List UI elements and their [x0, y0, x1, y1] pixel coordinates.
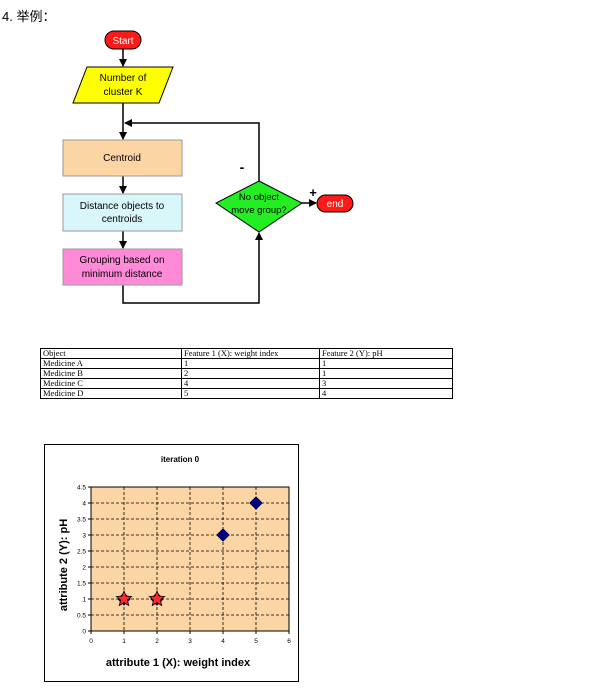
medicine-table: Object Feature 1 (X): weight index Featu… — [40, 348, 453, 399]
kmeans-flowchart: Start Number of cluster K Centroid Dista… — [62, 30, 354, 304]
table-cell: 1 — [181, 358, 320, 369]
plus-sign: + — [309, 185, 317, 200]
y-tick-label: 0 — [82, 629, 86, 636]
grouping-label-line2: minimum distance — [82, 269, 163, 280]
table-cell: 3 — [319, 378, 453, 389]
centroid-label: Centroid — [103, 153, 141, 164]
x-tick-label: 3 — [188, 638, 192, 645]
x-tick-label: 4 — [221, 638, 225, 645]
header-feature-2: Feature 2 (Y): pH — [319, 348, 453, 359]
chart-title: iteration 0 — [161, 455, 200, 464]
table-cell: Medicine B — [40, 368, 182, 379]
minus-sign: - — [240, 159, 245, 175]
decision-label-line1: No object — [239, 192, 279, 203]
distance-node — [62, 193, 183, 232]
y-tick-label: 1 — [82, 597, 86, 604]
table-header-row: Object Feature 1 (X): weight index Featu… — [40, 348, 453, 359]
data-point — [216, 528, 230, 542]
scatter-chart-frame: 0 0.5 1 1.5 2 2.5 3 3.5 4 4.5 0 1 2 3 4 5 6 iteration 0 at… — [44, 444, 299, 682]
table-cell: Medicine A — [40, 358, 182, 369]
table-row: Medicine D 5 4 — [40, 388, 453, 399]
header-feature-1: Feature 1 (X): weight index — [181, 348, 320, 359]
decision-node — [215, 180, 303, 233]
table-cell: 2 — [181, 368, 320, 379]
grouping-label-line1: Grouping based on — [79, 255, 164, 266]
input-label-line1: Number of — [100, 73, 147, 84]
distance-label-line1: Distance objects to — [80, 201, 165, 212]
y-tick-label: 1.5 — [77, 581, 86, 588]
y-axis-label: attribute 2 (Y): pH — [58, 519, 70, 611]
centroid-star — [148, 589, 166, 607]
start-node — [104, 30, 142, 50]
y-tick-label: 3 — [82, 533, 86, 540]
centroid-star — [115, 589, 133, 607]
y-tick-label: 2 — [82, 565, 86, 572]
table-cell: Medicine C — [40, 378, 182, 389]
start-label: Start — [112, 36, 133, 47]
x-tick-label: 5 — [254, 638, 258, 645]
x-axis-label: attribute 1 (X): weight index — [106, 657, 251, 669]
x-tick-label: 6 — [287, 638, 291, 645]
y-tick-label: 3.5 — [77, 517, 86, 524]
centroid-node — [62, 139, 183, 177]
y-tick-label: 2.5 — [77, 549, 86, 556]
table-cell: 4 — [319, 388, 453, 399]
decision-label-line2: move group? — [231, 205, 286, 216]
table-cell: 5 — [181, 388, 320, 399]
y-tick-label: 0.5 — [77, 613, 86, 620]
scatter-chart: 0 0.5 1 1.5 2 2.5 3 3.5 4 4.5 0 1 2 3 4 5 6 iteration 0 at… — [58, 455, 291, 669]
y-tick-label: 4 — [82, 501, 86, 508]
end-node — [316, 194, 354, 213]
grouping-node — [62, 248, 183, 286]
table-cell: 1 — [319, 368, 453, 379]
y-tick-label: 4.5 — [77, 485, 86, 492]
data-point — [249, 496, 263, 510]
x-tick-label: 2 — [155, 638, 159, 645]
table-cell: Medicine D — [40, 388, 182, 399]
input-node — [72, 66, 174, 104]
distance-label-line2: centroids — [102, 214, 143, 225]
arrow-grouping-decision — [122, 232, 263, 304]
table-row: Medicine B 2 1 — [40, 368, 453, 379]
header-object: Object — [40, 348, 182, 359]
table-row: Medicine C 4 3 — [40, 378, 453, 389]
input-label-line2: cluster K — [104, 87, 143, 98]
table-cell: 4 — [181, 378, 320, 389]
end-label: end — [327, 199, 344, 210]
table-cell: 1 — [319, 358, 453, 369]
arrow-decision-loop — [124, 119, 260, 181]
x-tick-label: 1 — [122, 638, 126, 645]
section-heading: 4. 举例： — [2, 9, 56, 24]
x-tick-label: 0 — [89, 638, 93, 645]
table-row: Medicine A 1 1 — [40, 358, 453, 369]
